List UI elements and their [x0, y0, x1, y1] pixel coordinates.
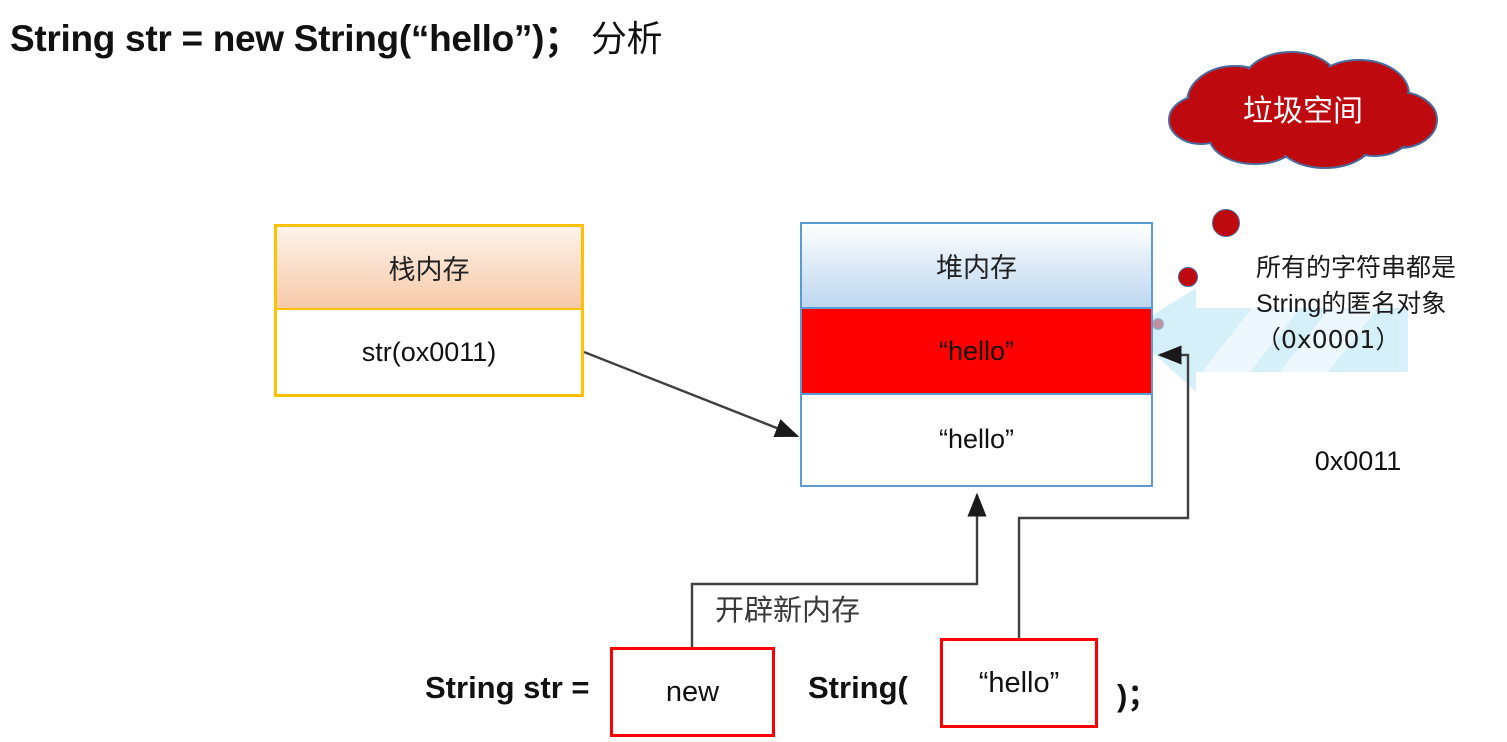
- cloud-bubble-small: [1152, 318, 1164, 330]
- code-suffix: )；: [1117, 678, 1159, 713]
- stack-memory-header: 栈内存: [277, 227, 581, 310]
- annotation-address: 0x0011: [1314, 446, 1402, 476]
- heap-row-active: “hello”: [802, 395, 1151, 483]
- code-prefix: String str =: [425, 670, 590, 705]
- stack-memory-cell: str(ox0011): [277, 310, 581, 394]
- label-new-memory: 开辟新内存: [715, 593, 861, 627]
- cloud-icon: [1168, 51, 1438, 169]
- cloud-bubble-medium: [1178, 267, 1198, 287]
- arrow-stack-to-heap: [583, 350, 800, 438]
- title-suffix: 分析: [590, 19, 663, 60]
- code-box-literal: “hello”: [940, 638, 1098, 728]
- annotation-text: 所有的字符串都是 String的匿名对象 （0x0001）: [1256, 250, 1506, 358]
- annotation-line-2: String的匿名对象: [1256, 290, 1447, 318]
- heap-memory-box: 堆内存 “hello” “hello”: [800, 222, 1153, 487]
- cloud-bubble-large: [1212, 209, 1240, 237]
- heap-memory-header: 堆内存: [802, 224, 1151, 309]
- annotation-line-3: （0x0001）: [1256, 325, 1401, 354]
- code-box-new: new: [610, 647, 775, 737]
- title-code: String str = new String(“hello”)；: [10, 18, 581, 59]
- annotation-line-1: 所有的字符串都是: [1256, 253, 1457, 282]
- stack-memory-box: 栈内存 str(ox0011): [274, 224, 584, 397]
- heap-row-garbage: “hello”: [802, 309, 1151, 395]
- code-middle: String(: [808, 670, 908, 705]
- page-title: String str = new String(“hello”)； 分析: [10, 8, 663, 62]
- garbage-cloud: 垃圾空间: [1163, 50, 1443, 170]
